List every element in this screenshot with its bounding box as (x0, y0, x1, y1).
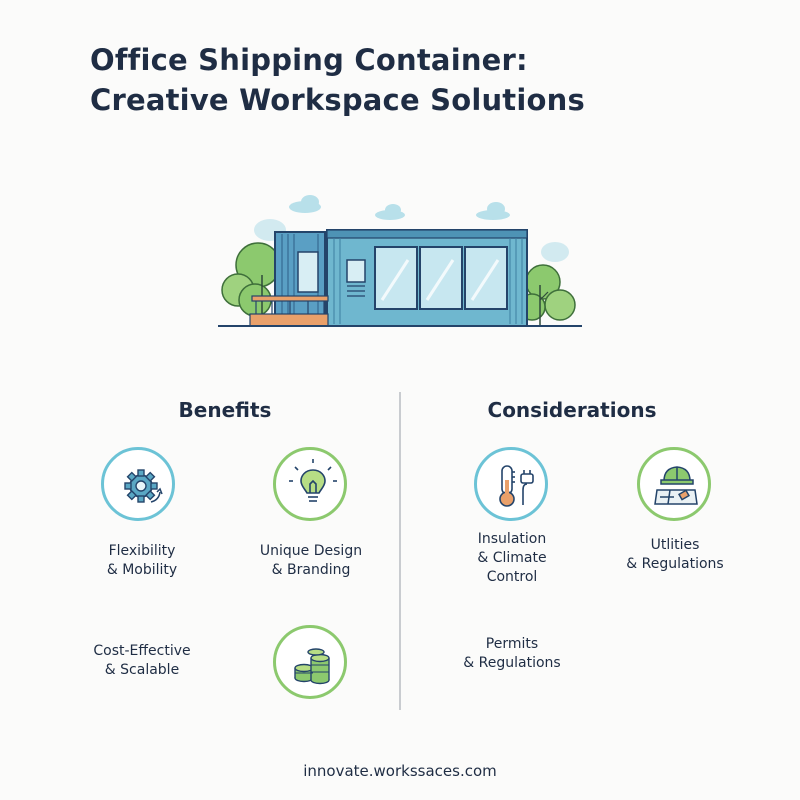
section-divider (399, 392, 401, 710)
benefits-heading: Benefits (178, 398, 272, 422)
benefit-label-cost-effective: Cost-Effective& Scalable (93, 643, 191, 678)
title-line-2: Creative Workspace Solutions (90, 83, 585, 117)
thermometer-plug-icon (499, 465, 534, 507)
small-container (274, 231, 326, 327)
gear-icon (124, 469, 163, 503)
lightbulb-icon (289, 459, 337, 502)
deck (249, 295, 329, 327)
considerations-heading: Considerations (487, 398, 657, 422)
footer-url: innovate.workssaces.com (303, 762, 497, 780)
cost-effective-badge (273, 625, 347, 699)
window-panels (374, 246, 508, 310)
tree-icon (221, 242, 281, 320)
consideration-label-utilities: Utlities& Regulations (626, 537, 724, 572)
utilities-badge (637, 447, 711, 521)
flexibility-badge (101, 447, 175, 521)
unique-design-badge (273, 447, 347, 521)
cloud-icon (254, 195, 569, 262)
title-line-1: Office Shipping Container: (90, 43, 528, 77)
benefit-label-flexibility: Flexibility& Mobility (106, 543, 178, 578)
consideration-label-permits: Permits& Regulations (463, 636, 561, 671)
insulation-badge (474, 447, 548, 521)
large-container (326, 229, 528, 327)
container-office-illustration (218, 195, 582, 327)
coin-stack-icon (294, 648, 330, 685)
benefit-label-unique-design: Unique Design& Branding (259, 543, 363, 578)
page-title: Office Shipping Container: Creative Work… (90, 40, 730, 120)
hard-hat-blueprint-icon (654, 466, 698, 505)
